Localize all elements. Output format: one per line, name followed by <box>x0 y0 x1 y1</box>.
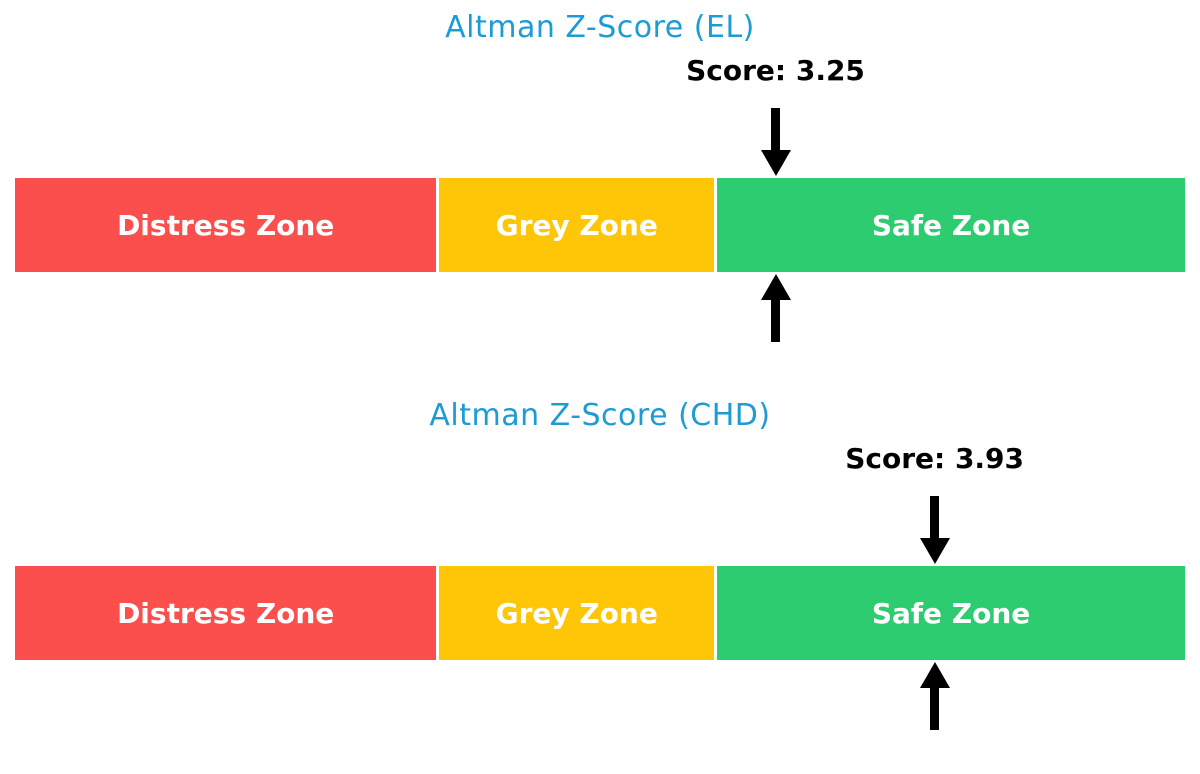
zone-grey: Grey Zone <box>439 178 715 272</box>
arrow-stem <box>930 688 940 730</box>
zone-distress: Distress Zone <box>15 566 437 660</box>
zone-label: Distress Zone <box>117 208 335 242</box>
zone-safe: Safe Zone <box>717 566 1185 660</box>
score-arrow-down-icon <box>760 108 791 176</box>
arrow-head <box>919 662 950 688</box>
score-annotation: Score: 3.25 <box>686 54 865 87</box>
chart-title: Altman Z-Score (EL) <box>445 10 755 45</box>
score-arrow-up-icon <box>760 274 791 342</box>
arrow-stem <box>771 108 780 150</box>
zscore-chart-el: Altman Z-Score (EL) Score: 3.25 Distress… <box>0 0 1200 386</box>
zone-grey: Grey Zone <box>439 566 715 660</box>
score-arrow-down-icon <box>919 496 950 564</box>
zone-safe: Safe Zone <box>717 178 1185 272</box>
arrow-stem <box>930 496 940 538</box>
zone-label: Distress Zone <box>117 596 335 630</box>
arrow-head <box>760 150 791 176</box>
zone-distress: Distress Zone <box>15 178 437 272</box>
score-annotation: Score: 3.93 <box>845 442 1025 475</box>
arrow-stem <box>771 300 780 342</box>
zone-bar: Distress Zone Grey Zone Safe Zone <box>15 178 1185 272</box>
zone-label: Grey Zone <box>495 596 658 630</box>
zone-label: Safe Zone <box>871 596 1031 630</box>
zscore-chart-chd: Altman Z-Score (CHD) Score: 3.93 Distres… <box>0 388 1200 774</box>
zone-label: Grey Zone <box>495 208 658 242</box>
zone-label: Safe Zone <box>871 208 1031 242</box>
arrow-head <box>919 538 950 564</box>
chart-title: Altman Z-Score (CHD) <box>429 398 771 433</box>
arrow-head <box>760 274 791 300</box>
score-arrow-up-icon <box>919 662 950 730</box>
zone-bar: Distress Zone Grey Zone Safe Zone <box>15 566 1185 660</box>
